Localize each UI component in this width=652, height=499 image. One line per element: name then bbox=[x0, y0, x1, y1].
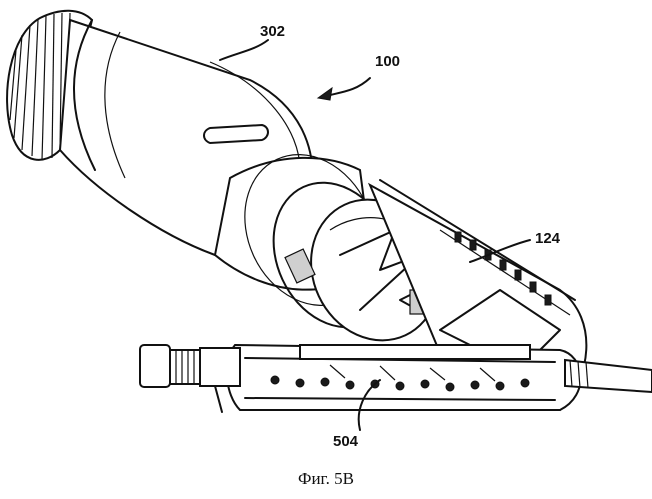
ref-label-124: 124 bbox=[535, 230, 561, 247]
ref-label-504: 504 bbox=[333, 433, 359, 450]
ref-label-302: 302 bbox=[260, 23, 285, 40]
ref-label-100: 100 bbox=[375, 53, 400, 70]
lower-rail bbox=[227, 345, 581, 410]
left-connector bbox=[140, 345, 240, 412]
right-cable bbox=[565, 360, 652, 392]
figure-caption: Фиг. 5B bbox=[0, 469, 652, 489]
